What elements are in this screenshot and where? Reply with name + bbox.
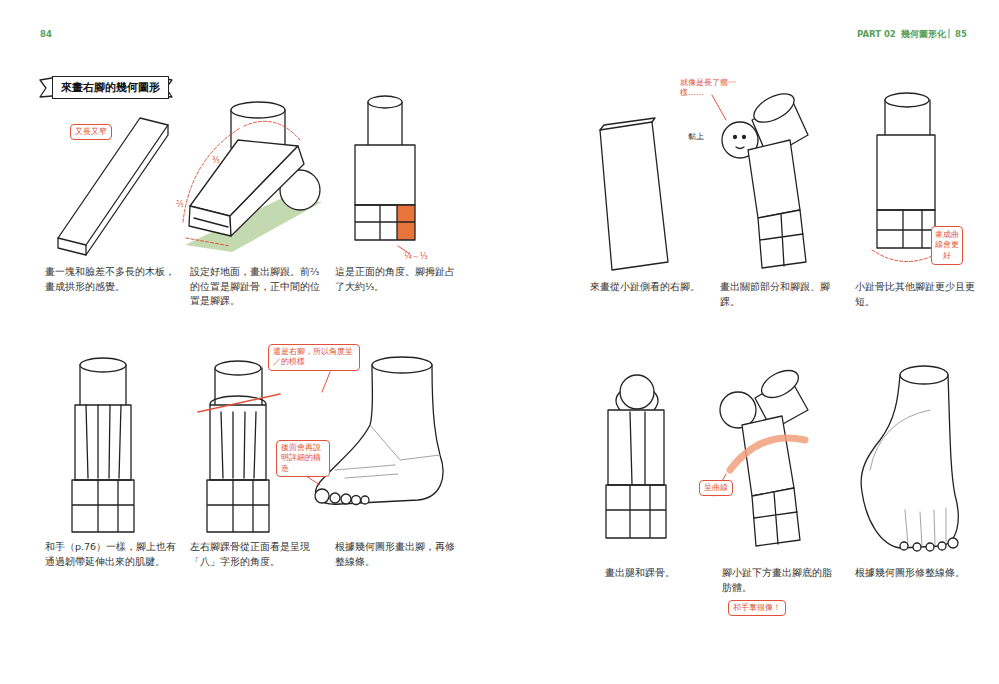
callout-bubble: 呈曲線 [699, 480, 733, 496]
caption: 腳小趾下方畫出腳底的脂肪體。 [722, 566, 837, 595]
callout-bubble: 和手掌很像！ [728, 600, 786, 616]
caption: 畫出關節部分和腳跟、腳踝。 [720, 280, 845, 309]
caption: 根據幾何圖形修整線條。 [855, 566, 985, 581]
fraction-mark: ⅗ [212, 156, 220, 166]
page-number: 84 [40, 28, 52, 41]
caption: 這是正面的角度。腳拇趾占了大約⅓。 [335, 265, 455, 294]
callout-bubble: 又長又窄 [70, 124, 112, 140]
note: 黏上 [688, 132, 704, 142]
title-banner: 來畫右腳的幾何圖形 [52, 76, 169, 99]
callout-text: 畫成曲線會更好 [935, 230, 959, 261]
chapter-name: 幾何圖形化 [901, 28, 946, 41]
caption: 來畫從小趾側看的右腳。 [590, 280, 715, 295]
callout-text: 又長又窄 [75, 127, 107, 137]
callout-bubble: 畫成曲線會更好 [931, 226, 963, 265]
callout-text: 和手掌很像！ [733, 603, 781, 613]
caption: 畫一塊和臉差不多長的木板，畫成拱形的感覺。 [45, 265, 180, 294]
part-number: PART 02 [857, 28, 896, 41]
caption: 畫出腿和踝骨。 [605, 566, 715, 581]
callout-bubble: 還是右腳，所以角度呈／的模樣 [268, 344, 360, 371]
callout-text: 呈曲線 [704, 483, 728, 493]
note: 就像是長了瘤一樣…… [680, 78, 750, 99]
callout-text: 後面會再說明詳細的構造 [281, 443, 325, 474]
fraction-mark: ¼～⅓ [404, 252, 428, 262]
caption: 左右腳踝骨從正面看是呈現「八」字形的角度。 [190, 540, 325, 569]
caption: 小趾骨比其他腳趾更少且更短。 [855, 280, 990, 309]
caption: 和手（p.76）一樣，腳上也有通過韌帶延伸出來的肌腱。 [45, 540, 180, 569]
caption: 設定好地面，畫出腳跟。前⅔的位置是腳趾骨，正中間的位置是腳踝。 [190, 265, 328, 309]
caption: 根據幾何圖形畫出腳，再修整線條。 [335, 540, 455, 569]
page-number: 85 [955, 28, 967, 41]
callout-text: 還是右腳，所以角度呈／的模樣 [273, 347, 355, 368]
callout-bubble: 後面會再說明詳細的構造 [276, 440, 330, 477]
fraction-mark: ⅖ [176, 200, 184, 210]
